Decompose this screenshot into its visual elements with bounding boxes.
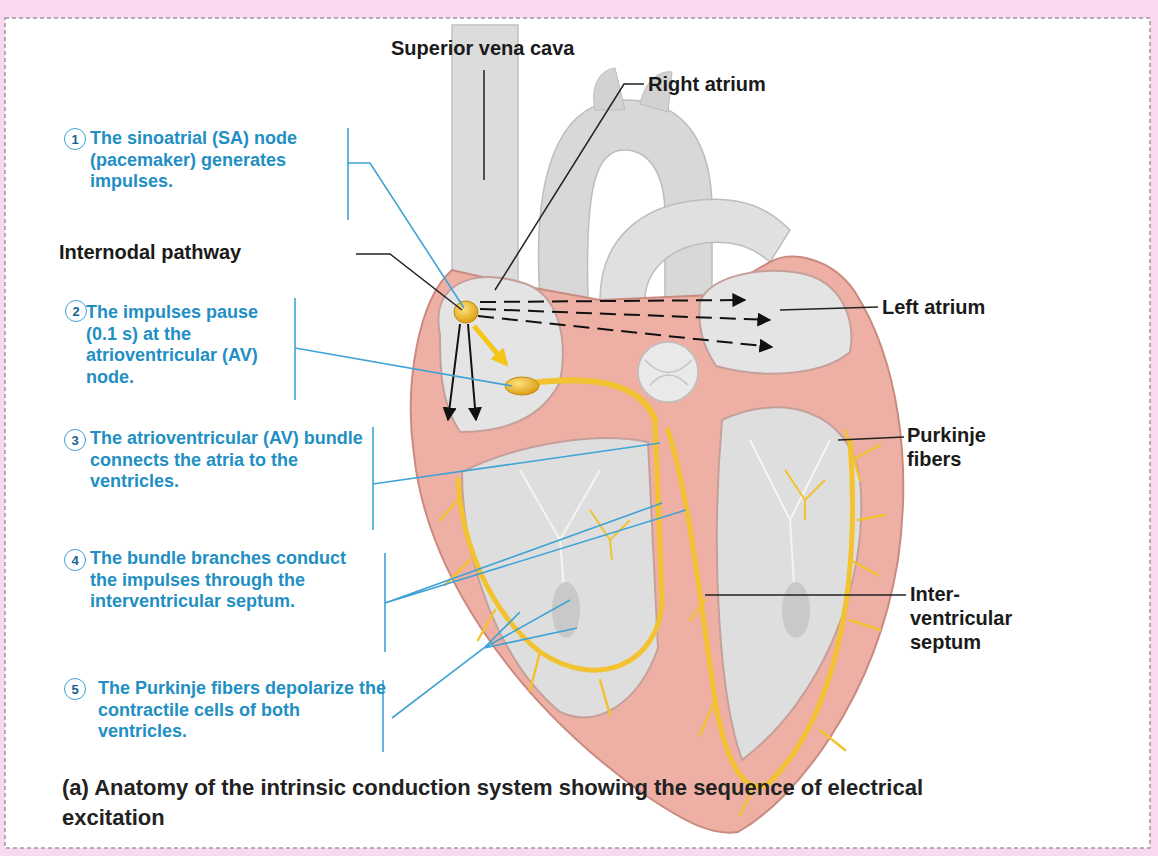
left-ventricle-chamber: [717, 407, 861, 760]
impulse-arrow: [478, 316, 772, 347]
leader-line: [483, 70, 485, 180]
part-label: Left atrium: [882, 295, 1082, 319]
frame: [5, 18, 1150, 848]
right-atrium-chamber: [438, 277, 562, 432]
callout-circle: 3: [64, 429, 86, 451]
impulse-arrow: [448, 324, 460, 420]
part-label: Right atrium: [648, 72, 848, 96]
step-text: The bundle branches conduct the impulses…: [90, 548, 375, 613]
callout-circle: 1: [64, 128, 86, 150]
impulse-arrow: [468, 324, 476, 420]
leader-line: [705, 594, 906, 596]
leader-line: [356, 254, 462, 310]
callout-number: 5: [71, 682, 78, 697]
bracket: [373, 427, 660, 530]
leader-line: [780, 307, 878, 310]
callout-circle: 5: [64, 678, 86, 700]
superior-vena-cava: [452, 25, 518, 295]
step-text: The atrioventricular (AV) bundle connect…: [90, 428, 365, 493]
bracket: [295, 298, 512, 400]
step-text: The impulses pause (0.1 s) at the atriov…: [86, 302, 291, 388]
papillary-muscle: [782, 582, 810, 638]
part-label: Purkinje fibers: [907, 423, 1007, 471]
leader-line: [838, 437, 904, 440]
av-arrow: [474, 326, 506, 364]
step-text: The sinoatrial (SA) node (pacemaker) gen…: [90, 128, 335, 193]
callout-circle: 4: [64, 549, 86, 571]
bracket: [385, 503, 686, 652]
part-label: Superior vena cava: [391, 36, 651, 60]
callout-number: 1: [71, 132, 78, 147]
right-ventricle-chamber: [462, 438, 658, 717]
callout-circle: 2: [65, 300, 87, 322]
impulse-arrow: [480, 300, 745, 302]
bracket: [383, 600, 577, 752]
purkinje-fiber: [590, 470, 825, 560]
purkinje-fiber: [440, 430, 885, 815]
sa-node: [454, 301, 478, 323]
part-label: Internodal pathway: [59, 240, 359, 264]
leader-line: [495, 84, 644, 290]
callout-number: 4: [71, 553, 78, 568]
aortic-valve: [638, 342, 698, 402]
figure-caption: (a) Anatomy of the intrinsic conduction …: [62, 773, 942, 834]
callout-number: 2: [72, 304, 79, 319]
valve-cusps: [645, 360, 692, 385]
step-text: The Purkinje fibers depolarize the contr…: [98, 678, 388, 743]
callout-number: 3: [71, 433, 78, 448]
heart-wall: [411, 257, 903, 833]
av-bundle: [532, 380, 655, 420]
impulse-arrow: [480, 309, 770, 320]
bracket: [348, 128, 464, 308]
part-label: Inter- ventricular septum: [910, 582, 1030, 654]
left-atrium-chamber: [699, 271, 851, 374]
